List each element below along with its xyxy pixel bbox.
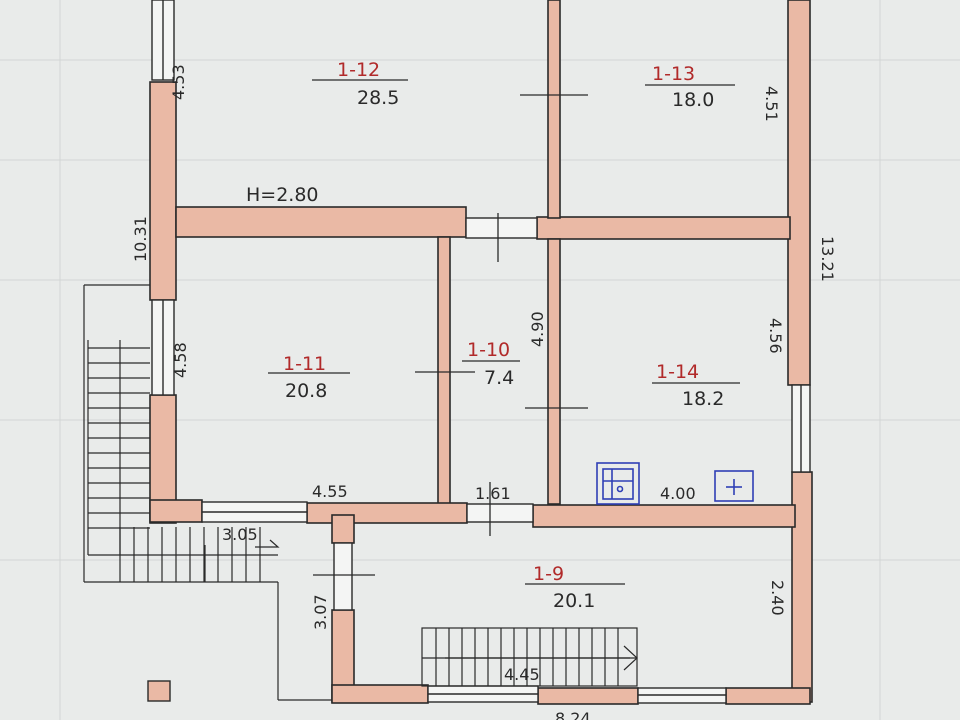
room-area: 20.1 (553, 590, 595, 612)
dimension-label: 1.61 (475, 484, 511, 503)
dimension-label: 8.24 (555, 709, 591, 720)
interior-stairs (421, 627, 638, 687)
room-id: 1-14 (656, 361, 699, 383)
wall-h-4 (306, 502, 468, 524)
dimension-label: 10.31 (131, 216, 150, 262)
room-id: 1-11 (283, 353, 326, 375)
room-id: 1-10 (467, 339, 510, 361)
room-area: 28.5 (357, 87, 399, 109)
wall-left-top (149, 81, 177, 301)
stair-1-9 (421, 627, 638, 687)
dimension-label: 4.90 (528, 311, 547, 347)
room-1-10: 1-10 7.4 (462, 339, 520, 389)
wall-bottom-2 (537, 687, 639, 705)
wall-bottom-1 (331, 684, 429, 704)
room-1-14: 1-14 18.2 (652, 361, 740, 410)
wall-bottom-3 (725, 687, 811, 705)
room-area: 18.0 (672, 89, 714, 111)
room-1-13: 1-13 18.0 (645, 63, 735, 111)
dimension-label: 2.40 (768, 580, 787, 616)
stove-icon (596, 462, 640, 505)
door-1-10-top (465, 217, 538, 239)
exterior-stairs (83, 284, 332, 701)
room-1-9: 1-9 20.1 (525, 563, 625, 612)
dimension-labels: 4.53 10.31 4.58 4.55 3.05 3.07 4.90 1.61… (131, 64, 837, 720)
room-area: 7.4 (484, 367, 514, 389)
wall-v-mid-right (547, 238, 561, 505)
room-id: 1-13 (652, 63, 695, 85)
room-area: 18.2 (682, 388, 724, 410)
room-id: 1-9 (533, 563, 564, 585)
room-labels: 1-12 28.5 1-13 18.0 1-11 20.8 1-10 7.4 1… (268, 59, 740, 612)
wall-right-top (787, 0, 811, 386)
door-1-10-bottom (466, 503, 534, 523)
wall-h-3 (149, 499, 203, 523)
dimension-label: 3.05 (222, 525, 258, 544)
sink-icon (714, 470, 754, 502)
wall-entrance-stub (331, 514, 355, 544)
ceiling-height: H=2.80 (246, 184, 319, 206)
dimension-label: 4.53 (169, 64, 188, 100)
dimension-label: 13.21 (818, 236, 837, 282)
door-1-9-left (333, 542, 353, 611)
walls (149, 0, 813, 705)
wall-h-5 (532, 504, 796, 528)
dimension-label: 4.55 (312, 482, 348, 501)
dimension-label: 4.45 (504, 665, 540, 684)
dimension-label: 4.51 (762, 86, 781, 122)
wall-v-mid-left (437, 236, 451, 505)
wall-h-1 (175, 206, 467, 238)
dimension-label: 3.07 (311, 594, 330, 630)
room-area: 20.8 (285, 380, 327, 402)
room-id: 1-12 (337, 59, 380, 81)
wall-swatch-icon (147, 680, 171, 702)
dimension-label: 4.00 (660, 484, 696, 503)
windows (151, 0, 811, 704)
wall-v-top (547, 0, 561, 219)
dimension-label: 4.58 (171, 342, 190, 378)
wall-h-2 (536, 216, 791, 240)
door-marks (313, 94, 588, 576)
room-1-12: 1-12 28.5 (312, 59, 408, 109)
dimension-label: 4.56 (766, 318, 785, 354)
room-1-11: 1-11 20.8 (268, 353, 350, 402)
